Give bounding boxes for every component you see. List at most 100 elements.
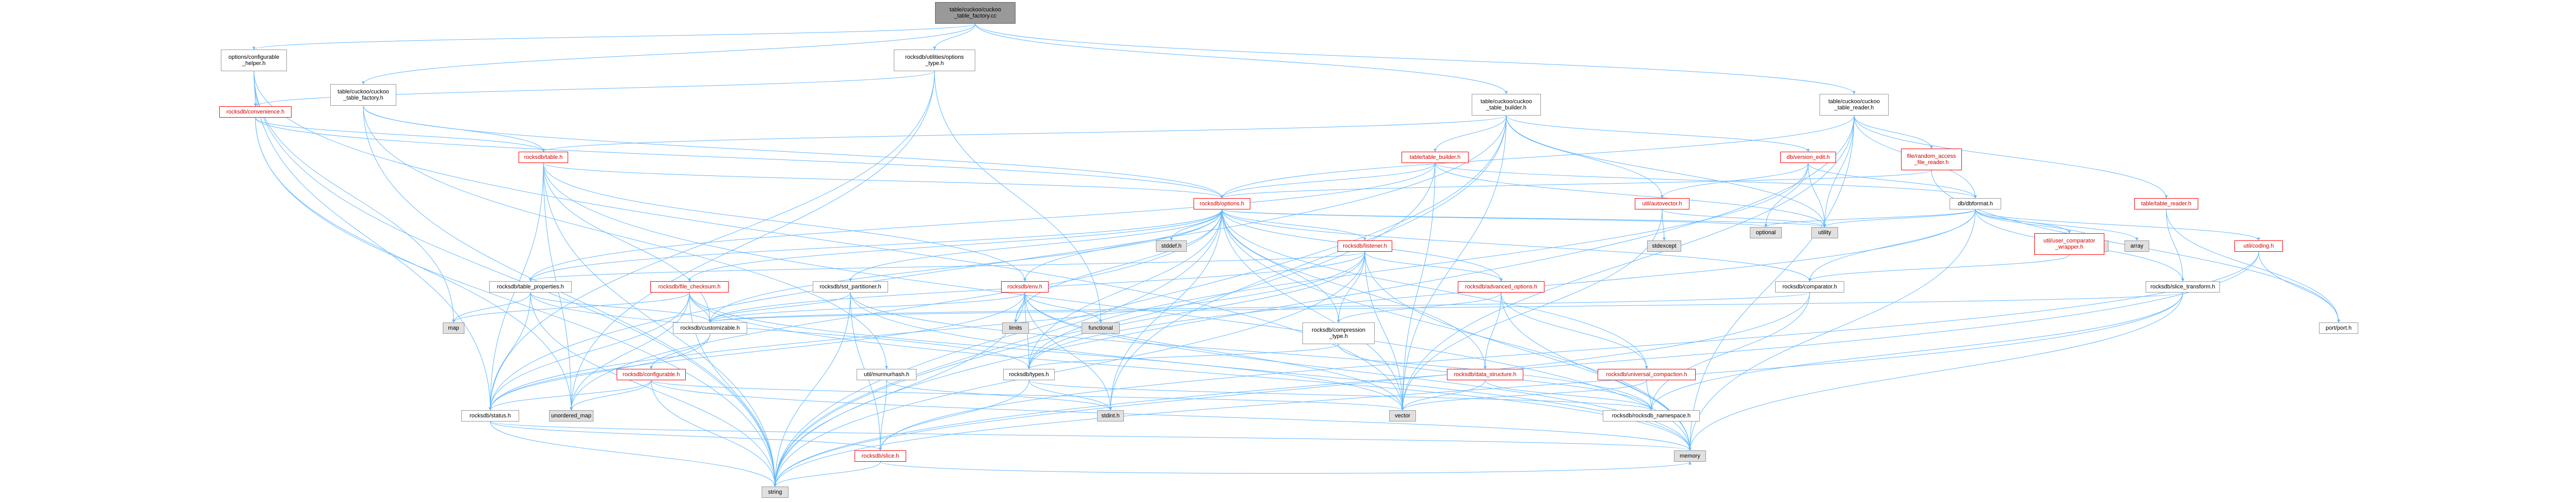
edge-rocksdb_comparator-to-string xyxy=(774,292,1810,487)
edge-rocksdb_options-to-rocksdb_types xyxy=(1027,209,1222,369)
edge-table_table_reader-to-rocksdb_slice_transform xyxy=(2166,209,2184,282)
node-cuckoo-table-reader[interactable]: table/cuckoo/cuckoo _table_reader.h xyxy=(1820,94,1889,116)
node-functional: functional xyxy=(1082,322,1120,334)
edge-rocksdb_convenience-to-rocksdb_table xyxy=(255,117,545,152)
node-rocksdb-utilities-options-type[interactable]: rocksdb/utilities/options _type.h xyxy=(894,50,975,71)
node-rocksdb-env[interactable]: rocksdb/env.h xyxy=(1001,281,1049,293)
node-optional: optional xyxy=(1750,227,1782,238)
edge-rocksdb_status-to-memory xyxy=(490,421,1692,451)
edge-rocksdb_utilities_options_type-to-rocksdb_convenience xyxy=(254,71,935,107)
edge-rocksdb_options-to-memory xyxy=(1221,209,1692,451)
node-cuckoo-table-factory-h[interactable]: table/cuckoo/cuckoo _table_factory.h xyxy=(330,84,396,106)
edge-rocksdb_table_properties-to-map xyxy=(452,292,531,323)
edge-rocksdb_table-to-rocksdb_customizable xyxy=(543,163,712,323)
edge-rocksdb_options-to-stdint xyxy=(1109,209,1222,411)
node-cuckoo-table-builder[interactable]: table/cuckoo/cuckoo _table_builder.h xyxy=(1472,94,1541,116)
edge-rocksdb_advanced_options-to-rocksdb_data_structure xyxy=(1484,292,1502,369)
edge-rocksdb_slice-to-string xyxy=(774,461,881,487)
edge-rocksdb_file_checksum-to-rocksdb_status xyxy=(489,292,690,411)
edge-table_table_builder-to-rocksdb_table_properties xyxy=(529,163,1436,282)
node-port-port[interactable]: port/port.h xyxy=(2319,322,2358,334)
edge-rocksdb_file_checksum-to-vector xyxy=(689,292,1404,411)
node-db-dbformat[interactable]: db/dbformat.h xyxy=(1950,198,2001,209)
edge-db_version_edit-to-utility xyxy=(1808,163,1826,228)
edge-table_table_reader-to-port_port xyxy=(2166,209,2340,323)
edge-table_table_builder-to-utility xyxy=(1435,163,1826,228)
edge-root-to-table_cuckoo_table_builder xyxy=(975,23,1508,94)
node-array: array xyxy=(2124,240,2149,252)
edge-rocksdb_sst_partitioner-to-rocksdb_customizable xyxy=(709,292,851,323)
node-stdint: stdint.h xyxy=(1097,410,1124,422)
node-util-autovector[interactable]: util/autovector.h xyxy=(1635,198,1689,209)
edge-rocksdb_listener-to-rocksdb_compression_type xyxy=(1337,251,1365,323)
edge-rocksdb_data_structure-to-rocksdb_rocksdb_namespace xyxy=(1485,380,1653,411)
edge-rocksdb_compression_type-to-rocksdb_types xyxy=(1027,344,1339,369)
node-rocksdb-slice-transform[interactable]: rocksdb/slice_transform.h xyxy=(2146,281,2220,293)
node-db-version-edit[interactable]: db/version_edit.h xyxy=(1780,152,1836,163)
edge-rocksdb_env-to-rocksdb_customizable xyxy=(709,292,1025,323)
edge-rocksdb_file_checksum-to-map xyxy=(452,292,690,323)
edge-table_cuckoo_table_reader-to-rocksdb_options xyxy=(1220,115,1855,199)
edge-table_table_builder-to-rocksdb_options xyxy=(1220,163,1436,199)
node-rocksdb-status[interactable]: rocksdb/status.h xyxy=(461,410,519,422)
node-rocksdb-types[interactable]: rocksdb/types.h xyxy=(1003,369,1055,380)
edge-db_dbformat-to-util_coding xyxy=(1975,209,2260,241)
node-rocksdb-file-checksum[interactable]: rocksdb/file_checksum.h xyxy=(650,281,729,293)
edge-db_version_edit-to-optional xyxy=(1764,163,1809,228)
node-rocksdb-compression-type[interactable]: rocksdb/compression _type.h xyxy=(1302,322,1375,344)
node-rocksdb-listener[interactable]: rocksdb/listener.h xyxy=(1338,240,1392,252)
node-rocksdb-namespace[interactable]: rocksdb/rocksdb_namespace.h xyxy=(1603,410,1700,422)
node-memory: memory xyxy=(1674,450,1706,462)
node-rocksdb-sst-partitioner[interactable]: rocksdb/sst_partitioner.h xyxy=(813,281,888,293)
node-rocksdb-table-properties[interactable]: rocksdb/table_properties.h xyxy=(489,281,572,293)
edge-table_cuckoo_table_builder-to-util_autovector xyxy=(1506,115,1664,199)
node-table-table-reader[interactable]: table/table_reader.h xyxy=(2134,198,2198,209)
edge-table_cuckoo_table_builder-to-db_version_edit xyxy=(1506,115,1810,152)
edge-rocksdb_sst_partitioner-to-string xyxy=(774,292,851,487)
node-stddef: stddef.h xyxy=(1156,240,1187,252)
node-vector: vector xyxy=(1389,410,1416,422)
node-rocksdb-convenience[interactable]: rocksdb/convenience.h xyxy=(219,106,292,118)
edge-table_cuckoo_table_builder-to-stdint xyxy=(1109,115,1507,411)
edge-rocksdb_data_structure-to-vector xyxy=(1401,380,1486,411)
node-rocksdb-customizable[interactable]: rocksdb/customizable.h xyxy=(673,322,747,334)
node-options-configurable-helper[interactable]: options/configurable _helper.h xyxy=(221,50,287,71)
edge-table_cuckoo_table_factory_h-to-string xyxy=(363,105,777,487)
edge-table_table_builder-to-vector xyxy=(1401,163,1436,411)
edge-rocksdb_convenience-to-unordered_map xyxy=(255,117,573,411)
node-util-murmurhash[interactable]: util/murmurhash.h xyxy=(857,369,916,380)
node-rocksdb-table[interactable]: rocksdb/table.h xyxy=(519,152,568,163)
node-rocksdb-options[interactable]: rocksdb/options.h xyxy=(1194,198,1250,209)
node-rocksdb-slice[interactable]: rocksdb/slice.h xyxy=(855,450,906,462)
edge-rocksdb_env-to-rocksdb_status xyxy=(489,292,1025,411)
edge-table_cuckoo_table_reader-to-vector xyxy=(1401,115,1855,411)
node-rocksdb-universal-compaction[interactable]: rocksdb/universal_compaction.h xyxy=(1598,369,1696,380)
edge-rocksdb_options-to-vector xyxy=(1221,209,1404,411)
edge-rocksdb_options-to-rocksdb_comparator xyxy=(1221,209,1811,282)
edge-table_cuckoo_table_reader-to-utility xyxy=(1823,115,1855,228)
edge-rocksdb_table_properties-to-rocksdb_status xyxy=(489,292,531,411)
edge-rocksdb_options-to-rocksdb_env xyxy=(1023,209,1222,282)
edge-rocksdb_env-to-vector xyxy=(1024,292,1404,411)
edge-options_configurable_helper-to-string xyxy=(253,71,777,487)
node-rocksdb-comparator[interactable]: rocksdb/comparator.h xyxy=(1775,281,1844,293)
edge-table_cuckoo_table_factory_h-to-util_murmurhash xyxy=(363,105,888,369)
edge-rocksdb_listener-to-rocksdb_advanced_options xyxy=(1364,251,1503,282)
edge-rocksdb_env-to-stdint xyxy=(1024,292,1112,411)
node-rocksdb-configurable[interactable]: rocksdb/configurable.h xyxy=(617,369,686,380)
node-random-access-file-reader[interactable]: file/random_access _file_reader.h xyxy=(1901,149,1962,170)
edge-table_cuckoo_table_reader-to-memory xyxy=(1688,115,1855,451)
edge-file_random_access_file_reader-to-rocksdb_options xyxy=(1220,170,1932,199)
node-table-table-builder[interactable]: table/table_builder.h xyxy=(1402,152,1469,163)
node-rocksdb-data-structure[interactable]: rocksdb/data_structure.h xyxy=(1447,369,1523,380)
edge-rocksdb_types-to-stdint xyxy=(1028,380,1112,411)
edge-rocksdb_slice-to-memory xyxy=(880,461,1692,474)
edge-rocksdb_universal_compaction-to-rocksdb_rocksdb_namespace xyxy=(1646,380,1653,411)
edge-rocksdb_comparator-to-rocksdb_rocksdb_namespace xyxy=(1650,292,1810,411)
edge-db_dbformat-to-rocksdb_comparator xyxy=(1808,209,1976,282)
node-util-coding[interactable]: util/coding.h xyxy=(2234,240,2283,252)
edge-rocksdb_advanced_options-to-rocksdb_compression_type xyxy=(1337,292,1502,323)
node-rocksdb-advanced-options[interactable]: rocksdb/advanced_options.h xyxy=(1458,281,1544,293)
node-user-comparator-wrapper[interactable]: util/user_comparator _wrapper.h xyxy=(2034,233,2104,255)
